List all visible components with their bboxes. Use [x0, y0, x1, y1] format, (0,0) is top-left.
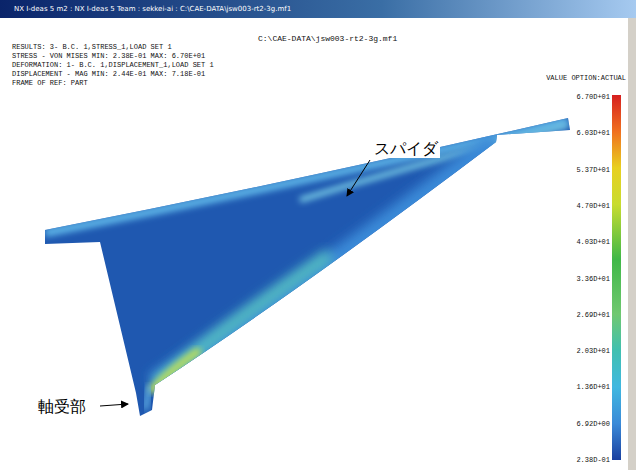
result-header: STRESS - VON MISES MIN: 2.38E-01 MAX: 6.… [12, 52, 205, 60]
scale-value: 2.03D+01 [576, 347, 610, 355]
scale-value: 5.37D+01 [576, 166, 610, 174]
scale-value: 2.38D-01 [576, 456, 610, 464]
scale-value: 2.69D+01 [576, 311, 610, 319]
result-header: FRAME OF REF: PART [12, 79, 88, 87]
scale-value: 6.70D+01 [576, 93, 610, 101]
window-frame [628, 18, 636, 470]
result-header: RESULTS: 3- B.C. 1,STRESS_1,LOAD SET 1 [12, 43, 172, 51]
color-scale-bar [612, 95, 621, 460]
scale-value: 4.03D+01 [576, 238, 610, 246]
leader-arrow [100, 404, 128, 406]
window-title: NX I-deas 5 m2 : NX I-deas 5 Team : sekk… [14, 5, 291, 13]
spider-part [45, 118, 570, 416]
value-option: VALUE OPTION:ACTUAL [546, 74, 626, 82]
file-path: C:\CAE-DATA\jsw003-rt2-3g.mf1 [258, 34, 397, 43]
part-label: スパイダ [372, 140, 440, 158]
leader-arrow [347, 160, 370, 196]
part-label: 軸受部 [36, 398, 88, 416]
scale-value: 3.36D+01 [576, 275, 610, 283]
result-header: DEFORMATION: 1- B.C. 1,DISPLACEMENT_1,LO… [12, 61, 214, 69]
scale-value: 4.70D+01 [576, 202, 610, 210]
scale-value: 6.92D+00 [576, 420, 610, 428]
scale-value: 6.03D+01 [576, 129, 610, 137]
result-header: DISPLACEMENT - MAG MIN: 2.44E-01 MAX: 7.… [12, 70, 205, 78]
scale-value: 1.36D+01 [576, 383, 610, 391]
